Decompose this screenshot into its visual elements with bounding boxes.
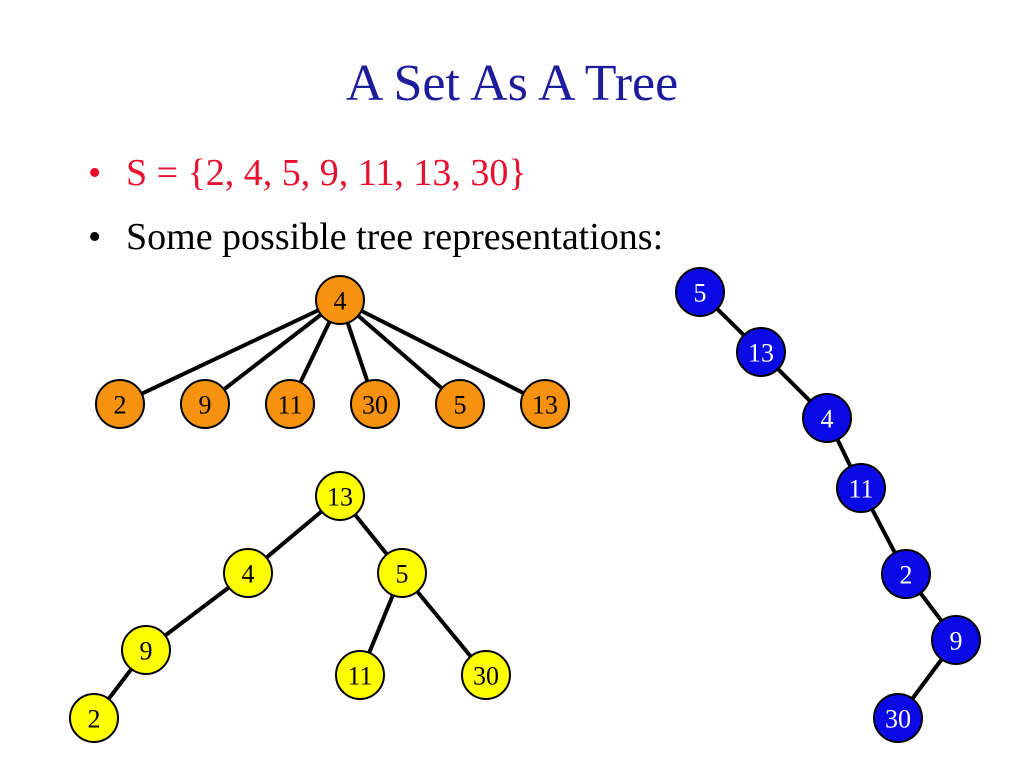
tree-node-label: 5 bbox=[694, 279, 707, 308]
tree-node-circle bbox=[802, 393, 852, 443]
bullet-tree-representations: • Some possible tree representations: bbox=[88, 214, 663, 260]
tree-node-circle bbox=[873, 693, 923, 743]
tree-node-circle bbox=[315, 275, 365, 325]
tree-node-label: 11 bbox=[848, 475, 873, 504]
tree-node-circle bbox=[265, 379, 315, 429]
tree-edge bbox=[339, 298, 546, 406]
tree-edge bbox=[203, 298, 342, 406]
tree-node-label: 9 bbox=[140, 637, 153, 666]
tree-node-circle bbox=[95, 379, 145, 429]
tree-node-label: 30 bbox=[473, 662, 499, 691]
bullet-dot: • bbox=[88, 152, 102, 194]
tree-node-circle bbox=[69, 693, 119, 743]
tree-node-label: 13 bbox=[748, 339, 774, 368]
tree-node-label: 5 bbox=[454, 391, 467, 420]
tree-node-label: 4 bbox=[242, 560, 255, 589]
tree-node-label: 11 bbox=[347, 662, 372, 691]
bullet-dot: • bbox=[88, 216, 102, 258]
blue-tree: 5 13 4 11 2 9 30 bbox=[675, 267, 981, 743]
tree-node-circle bbox=[335, 650, 385, 700]
bullet-reps-text: Some possible tree representations: bbox=[126, 216, 664, 258]
tree-node-label: 30 bbox=[362, 391, 388, 420]
tree-node-circle bbox=[315, 471, 365, 521]
tree-edge bbox=[338, 298, 462, 406]
tree-node-circle bbox=[520, 379, 570, 429]
slide-title: A Set As A Tree bbox=[345, 55, 679, 112]
tree-node-circle bbox=[881, 549, 931, 599]
tree-node-circle bbox=[121, 625, 171, 675]
bullet-set-definition: • S = {2, 4, 5, 9, 11, 13, 30} bbox=[88, 150, 527, 196]
orange-tree: 4 2 9 11 30 5 13 bbox=[95, 275, 570, 429]
tree-node-circle bbox=[350, 379, 400, 429]
tree-node-circle bbox=[223, 548, 273, 598]
tree-edge bbox=[119, 298, 341, 406]
tree-node-label: 13 bbox=[532, 391, 558, 420]
tree-node-circle bbox=[180, 379, 230, 429]
tree-node-circle bbox=[461, 650, 511, 700]
tree-node-label: 30 bbox=[885, 705, 911, 734]
tree-node-label: 13 bbox=[327, 483, 353, 512]
bullet-set-text: S = {2, 4, 5, 9, 11, 13, 30} bbox=[126, 152, 527, 194]
tree-node-label: 11 bbox=[277, 391, 302, 420]
tree-node-circle bbox=[377, 548, 427, 598]
tree-node-circle bbox=[931, 615, 981, 665]
tree-node-circle bbox=[675, 267, 725, 317]
tree-node-circle bbox=[836, 463, 886, 513]
tree-node-label: 2 bbox=[114, 391, 127, 420]
tree-node-circle bbox=[736, 327, 786, 377]
tree-node-label: 2 bbox=[88, 705, 101, 734]
tree-node-label: 4 bbox=[821, 405, 834, 434]
yellow-tree: 13 4 5 9 11 30 2 bbox=[69, 471, 511, 743]
tree-node-label: 2 bbox=[900, 561, 913, 590]
tree-node-label: 9 bbox=[199, 391, 212, 420]
tree-node-label: 4 bbox=[334, 287, 347, 316]
tree-node-label: 5 bbox=[396, 560, 409, 589]
tree-node-label: 9 bbox=[950, 627, 963, 656]
tree-node-circle bbox=[435, 379, 485, 429]
